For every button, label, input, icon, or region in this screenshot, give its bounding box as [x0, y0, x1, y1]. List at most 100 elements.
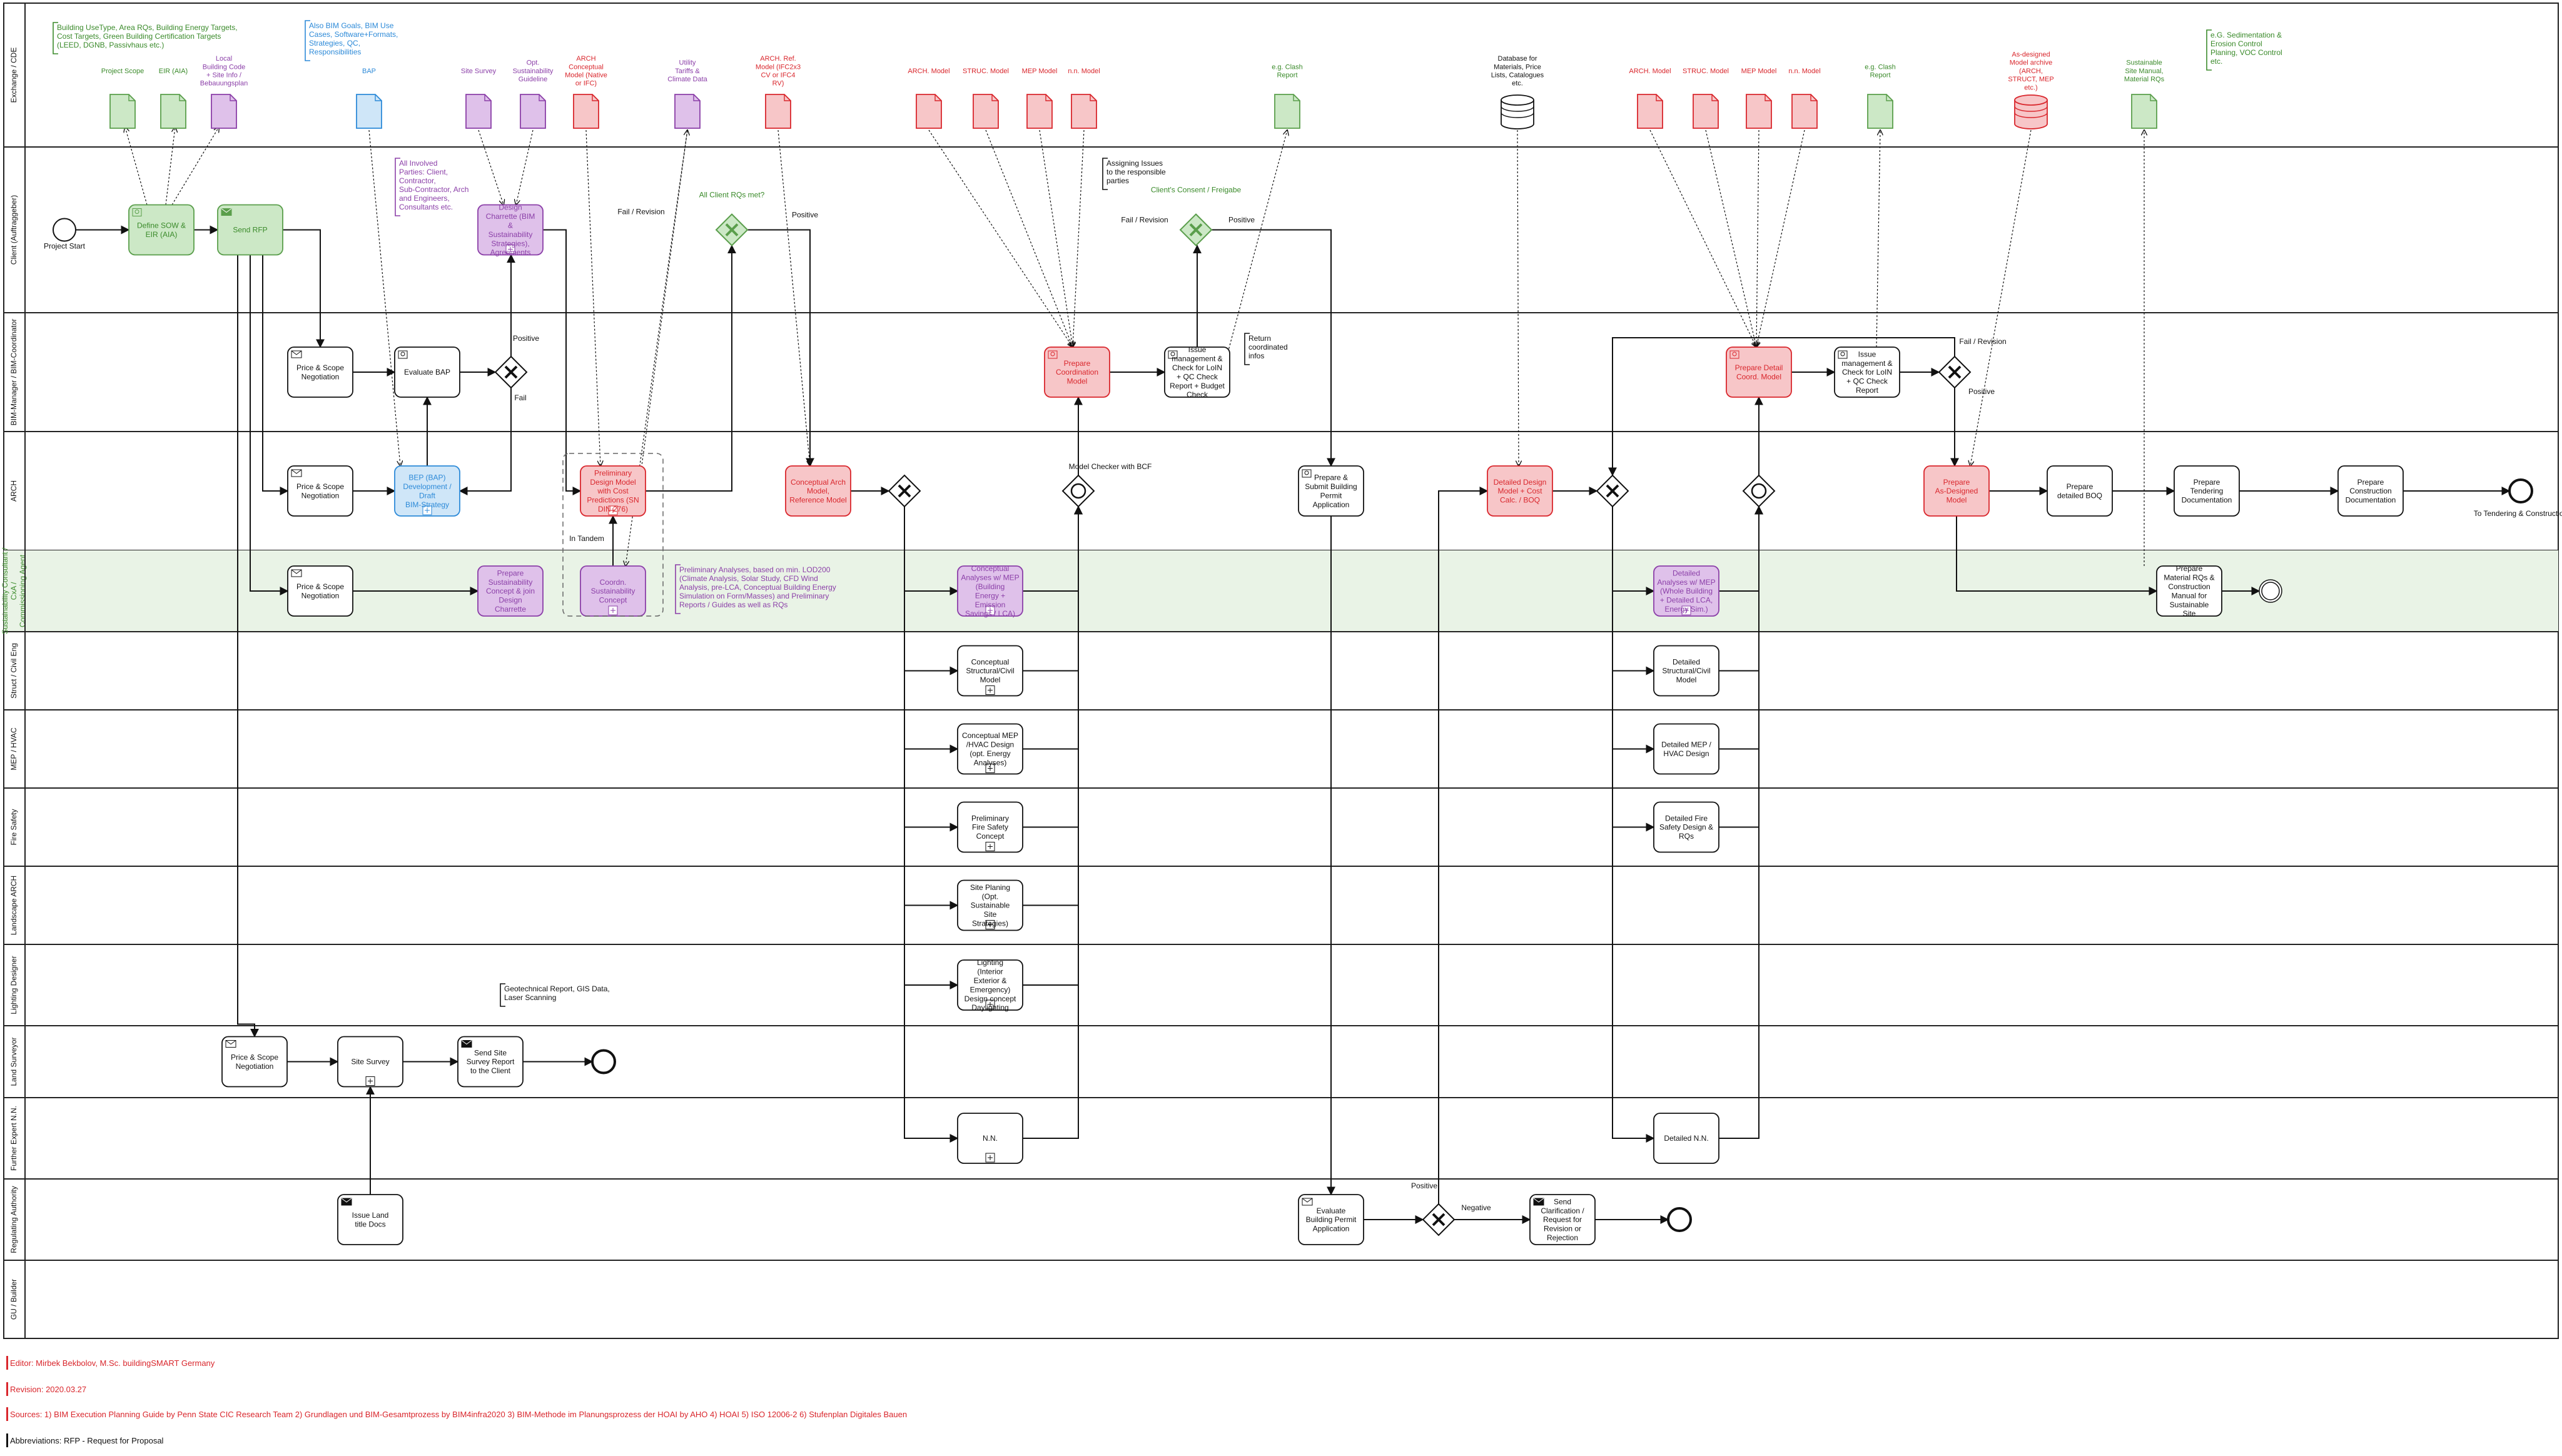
- flow-label-positive: Positive: [1968, 387, 1995, 396]
- footer-abbreviations-text: Abbreviations: RFP - Request for Proposa…: [10, 1436, 164, 1445]
- lane-label-fire: Fire Safety: [9, 809, 18, 845]
- subprocess-marker-icon: [505, 245, 515, 254]
- data-object-label: Site Survey: [461, 68, 497, 75]
- end-event-regulating: [1667, 1207, 1692, 1232]
- lane-land: Landscape ARCH: [4, 876, 2558, 945]
- data-object-label: MEP Model: [1022, 68, 1058, 75]
- task-label: Detailed MEP /HVAC Design: [1661, 741, 1711, 758]
- lane-label-light: Lighting Designer: [9, 956, 18, 1014]
- subprocess-marker-icon: [608, 605, 618, 615]
- task-39: Site Survey: [337, 1036, 403, 1088]
- data-object-18: MEP Model: [1741, 68, 1777, 129]
- flow-label-model-checker: Model Checker with BCF: [1069, 462, 1152, 471]
- task-32: Detailed N.N.: [1653, 1113, 1719, 1164]
- end-event-survey: [591, 1049, 616, 1074]
- lane-label-further: Further Expert N.N.: [9, 1106, 18, 1171]
- lane-gu: GU / Builder: [4, 1279, 2558, 1339]
- data-object-10: ARCH. Model: [908, 68, 950, 129]
- footer-revision-text: Revision: 2020.03.27: [10, 1385, 87, 1394]
- data-object-2: EIR (AIA): [159, 68, 188, 129]
- data-object-11: STRUC. Model: [963, 68, 1009, 129]
- lane-label-bim: BIM-Manager / BIM-Coordinator: [9, 319, 18, 426]
- subprocess-marker-icon: [422, 505, 432, 515]
- footer-sources-text: Sources: 1) BIM Execution Planning Guide…: [10, 1410, 908, 1419]
- data-object-12: MEP Model: [1022, 68, 1058, 129]
- intermediate-event-sustainability: [2259, 579, 2282, 603]
- data-object-label: ARCH. Model: [1629, 68, 1671, 75]
- gateway-split-2: [1596, 474, 1629, 508]
- send-message-icon: [221, 208, 232, 216]
- annotation-text: Preliminary Analyses, based on min. LOD2…: [679, 565, 836, 609]
- subprocess-marker-icon: [985, 842, 995, 851]
- lane-label-survey: Land Surveyor: [9, 1037, 18, 1086]
- subprocess-marker-icon: [985, 685, 995, 695]
- data-object-label: ARCH. Model: [908, 68, 949, 75]
- flow-label-positive: Positive: [1411, 1181, 1437, 1190]
- task-5: Evaluate BAP: [394, 346, 460, 398]
- flow-label-fail: Fail: [514, 393, 526, 402]
- task-2: Send RFP: [217, 204, 283, 256]
- flow-label-fail-revision: Fail / Revision: [617, 208, 664, 216]
- send-message-icon: [1533, 1198, 1544, 1206]
- gateway-evaluate-bap: [494, 355, 528, 389]
- annotation-8: Geotechnical Report, GIS Data,Laser Scan…: [500, 983, 610, 1007]
- lane-reg: Regulating Authority: [4, 1186, 2558, 1261]
- lane-survey: Land Surveyor: [4, 1037, 2558, 1098]
- task-label: Define SOW &EIR (AIA): [137, 221, 186, 239]
- flow-label-to-tendering: To Tendering & Construction: [2474, 509, 2562, 518]
- sequence-flows: [76, 225, 2511, 1224]
- data-object-label: MEP Model: [1741, 68, 1777, 75]
- data-object-19: n.n. Model: [1788, 68, 1821, 129]
- receive-message-icon: [291, 350, 302, 358]
- user-task-icon: [1729, 350, 1739, 359]
- user-task-icon: [1302, 469, 1312, 478]
- flow-label-clients-consent: Client's Consent / Freigabe: [1151, 186, 1242, 195]
- flow-label-fail-revision: Fail / Revision: [1959, 337, 2006, 346]
- subprocess-marker-icon: [985, 920, 995, 929]
- flow-label-positive: Positive: [513, 334, 539, 343]
